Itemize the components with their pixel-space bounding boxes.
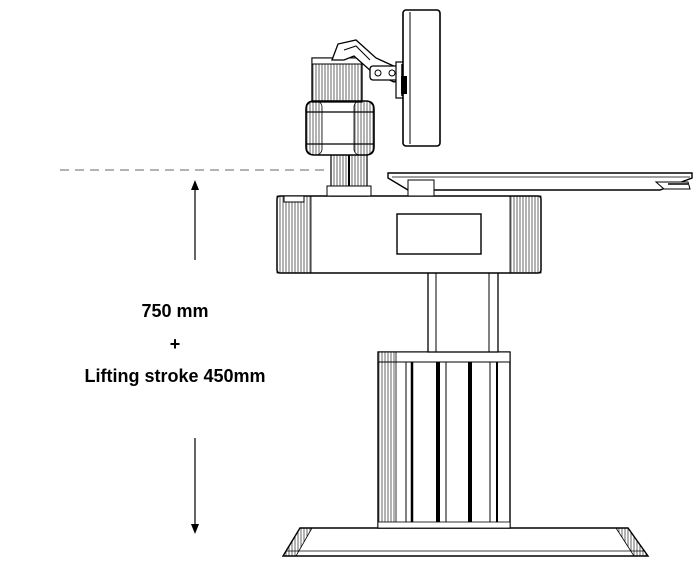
monitor-post — [326, 151, 372, 197]
lifting-stroke-label: Lifting stroke 450mm — [84, 366, 266, 386]
arrow-up-icon — [191, 180, 199, 260]
control-panel-window — [396, 213, 482, 255]
arm-cylinder — [311, 57, 363, 103]
main-housing — [276, 195, 542, 274]
upper-column — [427, 271, 499, 353]
plus-sign-label: + — [169, 334, 181, 354]
base-plate — [281, 527, 650, 557]
arrow-down-icon — [191, 438, 199, 534]
monitor — [401, 9, 441, 147]
base-height-label: 750 mm — [141, 301, 209, 321]
lower-column — [377, 351, 511, 529]
table-top — [387, 172, 693, 197]
rotation-collar — [305, 100, 375, 156]
